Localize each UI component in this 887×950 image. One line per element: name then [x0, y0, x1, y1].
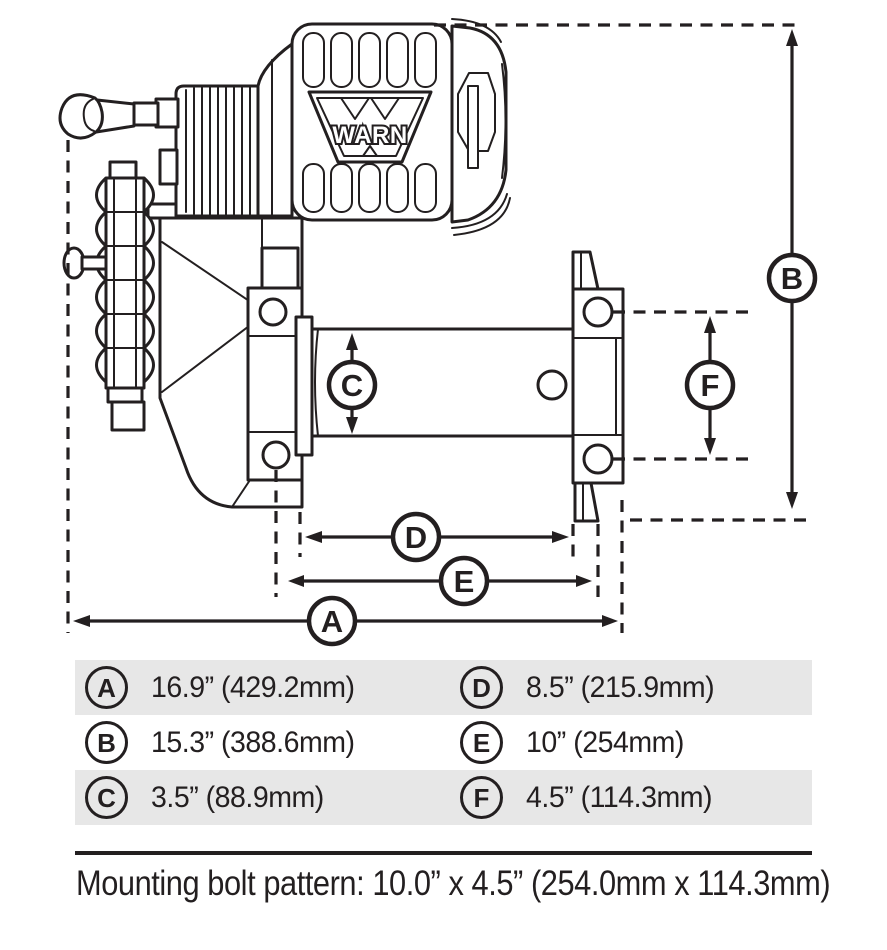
warn-logo-text: WARN: [332, 122, 407, 149]
dim-label-B: B: [766, 252, 818, 304]
dimensions-table: A 16.9” (429.2mm) D 8.5” (215.9mm) B 15.…: [75, 660, 812, 825]
dim-letter-badge: D: [460, 666, 503, 709]
dim-value: 16.9” (429.2mm): [151, 670, 355, 704]
dim-letter-B: B: [781, 261, 803, 296]
right-mounting-bracket: [571, 250, 625, 523]
clutch-gear-wheel: [62, 160, 155, 432]
divider-line: [75, 851, 812, 855]
dim-label-C: C: [326, 359, 378, 411]
drum-hole: [536, 369, 568, 401]
dim-letter-badge: E: [460, 721, 503, 764]
clutch-lever: [58, 93, 180, 140]
dim-entry-F: F 4.5” (114.3mm): [437, 776, 812, 819]
dim-entry-D: D 8.5” (215.9mm): [437, 666, 812, 709]
motor-end-cap: [450, 18, 511, 236]
dim-letter-E: E: [454, 564, 475, 599]
dim-letter-badge: B: [85, 721, 128, 764]
bolt-hole: [582, 296, 614, 328]
dim-letter-badge: C: [85, 776, 128, 819]
bolt-hole: [261, 440, 291, 470]
table-row: B 15.3” (388.6mm) E 10” (254mm): [75, 715, 812, 770]
dim-letter-A: A: [321, 604, 343, 639]
gearbox: [158, 42, 294, 218]
warn-logo-badge: WARN: [307, 90, 433, 164]
dim-value: 15.3” (388.6mm): [151, 725, 355, 759]
bolt-hole: [258, 297, 288, 327]
dim-value: 4.5” (114.3mm): [526, 780, 713, 814]
table-row: A 16.9” (429.2mm) D 8.5” (215.9mm): [75, 660, 812, 715]
dim-letter-D: D: [405, 520, 427, 555]
dim-label-D: D: [390, 511, 442, 563]
mounting-bolt-pattern-note: Mounting bolt pattern: 10.0” x 4.5” (254…: [76, 864, 831, 903]
dim-entry-E: E 10” (254mm): [437, 721, 812, 764]
dim-label-E: E: [438, 555, 490, 607]
dim-value: 10” (254mm): [526, 725, 684, 759]
dim-value: 8.5” (215.9mm): [526, 670, 715, 704]
table-row: C 3.5” (88.9mm) F 4.5” (114.3mm): [75, 770, 812, 825]
dim-label-A: A: [306, 595, 358, 647]
dim-entry-A: A 16.9” (429.2mm): [75, 666, 437, 709]
dim-letter-F: F: [701, 368, 720, 403]
dim-letter-badge: A: [85, 666, 128, 709]
winch-diagram: WARN: [58, 18, 818, 647]
bolt-hole: [582, 443, 614, 475]
dim-label-F: F: [684, 359, 736, 411]
dimension-labels: B F C D E A: [306, 252, 818, 647]
winch-drawing: WARN: [58, 18, 625, 523]
dim-value: 3.5” (88.9mm): [151, 780, 324, 814]
dim-letter-badge: F: [460, 776, 503, 819]
dim-letter-C: C: [341, 368, 363, 403]
dim-entry-C: C 3.5” (88.9mm): [75, 776, 437, 819]
dim-entry-B: B 15.3” (388.6mm): [75, 721, 437, 764]
extension-lines: [66, 23, 806, 633]
